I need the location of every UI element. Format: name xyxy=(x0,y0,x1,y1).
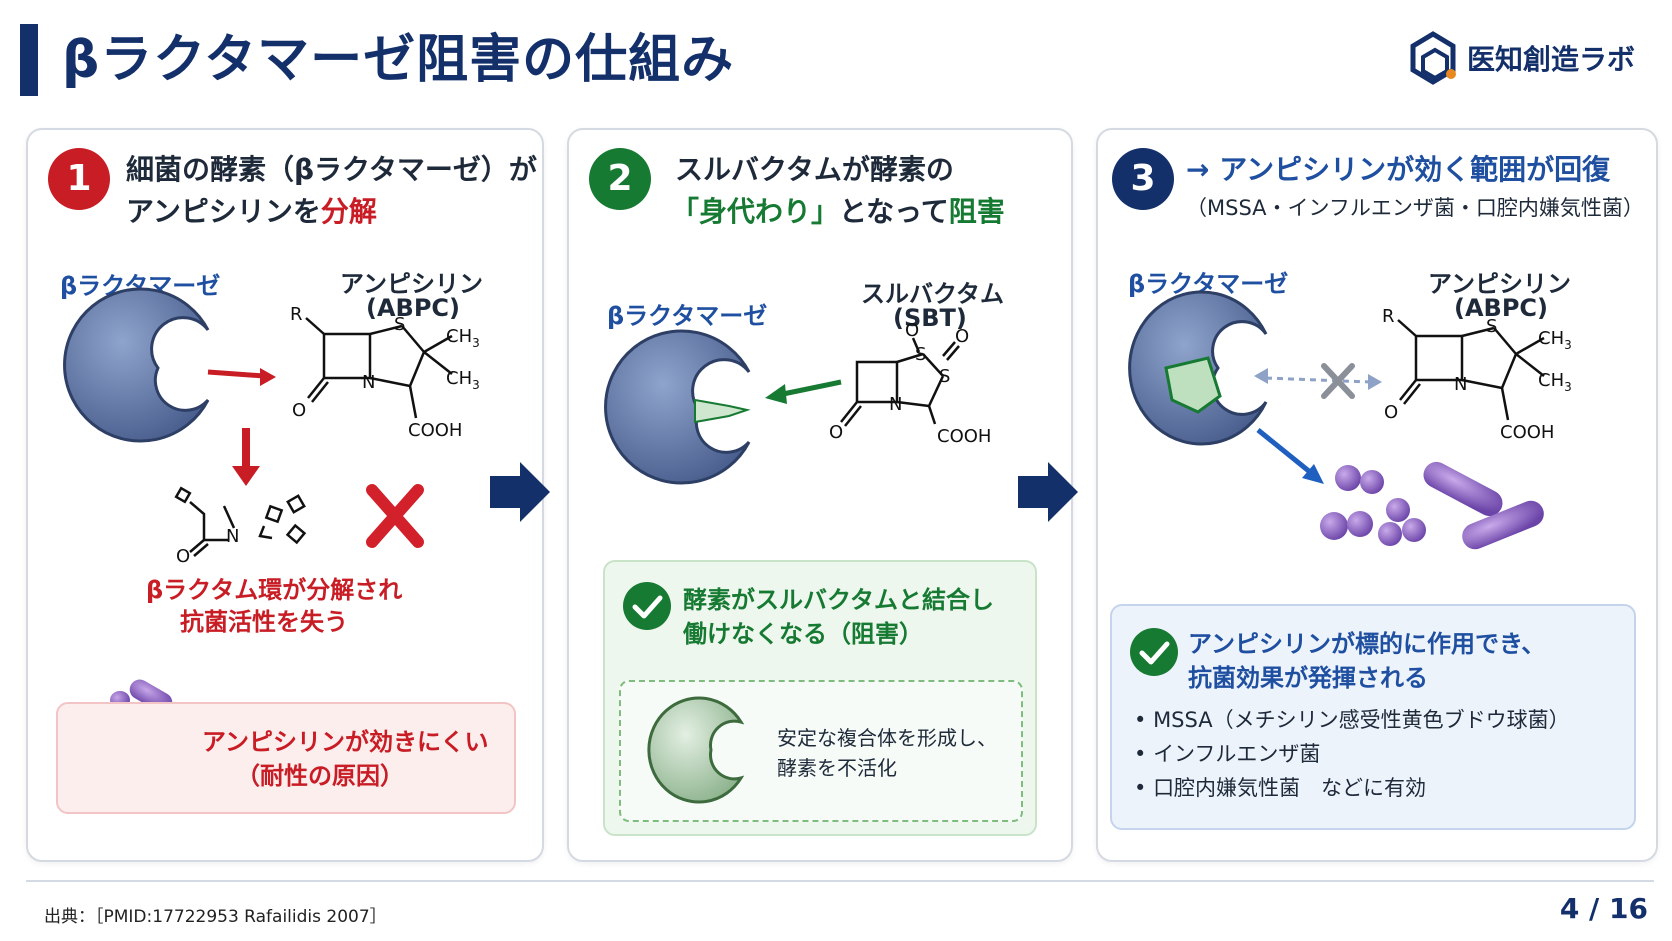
brand-logo: 医知創造ラボ xyxy=(1405,28,1655,88)
list-item: • MSSA（メチシリン感受性黄色ブドウ球菌） xyxy=(1134,708,1570,732)
footer-divider xyxy=(26,880,1654,882)
blocked-x-icon xyxy=(1321,363,1355,399)
enzyme-shape xyxy=(604,329,751,485)
panel-2-inner-line2: 酵素を不活化 xyxy=(777,756,897,780)
panel-3-illustration: R S N O CH3 CH3 COOH xyxy=(1128,290,1572,550)
panel-2-enzyme-label: βラクタマーゼ xyxy=(607,302,768,330)
page-number: 4 / 16 xyxy=(1559,892,1648,925)
step-arrow-2-3 xyxy=(1018,462,1078,522)
step-badge-3: 3 xyxy=(1112,148,1174,210)
panel-2-heading-line1: スルバクタムが酵素の xyxy=(675,153,954,186)
svg-text:S: S xyxy=(394,314,405,335)
title-accent-bar xyxy=(20,24,38,96)
svg-text:COOH: COOH xyxy=(1500,422,1554,443)
step-badge-1: 1 xyxy=(48,148,110,210)
panel-2-inhibition: 2 スルバクタムが酵素の 「身代わり」となって阻害 βラクタマーゼ スルバクタム… xyxy=(567,128,1073,862)
panel-2-check-line2: 働けなくなる（阻害） xyxy=(683,620,923,648)
source-citation: 出典：［PMID:17722953 Rafailidis 2007］ xyxy=(44,907,387,927)
panel-3-recovery: 3 → アンピシリンが効く範囲が回復 （MSSA・インフルエンザ菌・口腔内嫌気性… xyxy=(1096,128,1658,862)
svg-text:S: S xyxy=(1486,316,1497,337)
panel-1-note-line1: アンピシリンが効きにくい xyxy=(202,728,489,756)
sulbactam-bound-icon xyxy=(694,398,751,424)
panel-1-result-line1: βラクタム環が分解され xyxy=(146,576,403,604)
panel-2-heading-line2: 「身代わり」となって阻害 xyxy=(671,195,1005,228)
panel-3-drug-label: アンピシリン xyxy=(1428,270,1572,298)
panel-2-illustration: S S O O N O COOH xyxy=(604,320,991,485)
svg-text:CH3: CH3 xyxy=(1538,328,1572,352)
panel-3-check-note: アンピシリンが標的に作用でき、 抗菌効果が発揮される • MSSA（メチシリン感… xyxy=(1110,604,1636,830)
svg-text:R: R xyxy=(290,304,303,325)
list-item: • 口腔内嫌気性菌 などに有効 xyxy=(1134,776,1427,800)
panel-1-heading-line1: 細菌の酵素（βラクタマーゼ）が xyxy=(126,153,537,186)
enzyme-shape xyxy=(63,287,210,443)
step-arrow-1-2 xyxy=(490,462,550,522)
step-badge-2: 2 xyxy=(589,148,651,210)
panel-1-drug-label: アンピシリン xyxy=(340,270,484,298)
svg-text:COOH: COOH xyxy=(408,420,462,441)
broken-ring-fragments xyxy=(174,486,307,557)
ampicillin-structure xyxy=(1397,319,1545,421)
panel-3-check-line1: アンピシリンが標的に作用でき、 xyxy=(1188,630,1546,658)
svg-text:O: O xyxy=(829,422,843,443)
blocked-x-icon xyxy=(366,484,424,548)
panel-2-drug-label: スルバクタム xyxy=(861,280,1005,308)
panel-1-resistance-note: アンピシリンが効きにくい （耐性の原因） xyxy=(56,702,516,814)
panel-1-result-line2: 抗菌活性を失う xyxy=(180,608,348,636)
svg-text:O: O xyxy=(292,400,306,421)
svg-text:COOH: COOH xyxy=(937,426,991,447)
panel-2-check-note: 酵素がスルバクタムと結合し 働けなくなる（阻害） 安定な複合体を形成し、 酵素を… xyxy=(603,560,1037,836)
brand-name: 医知創造ラボ xyxy=(1467,43,1636,76)
svg-text:R: R xyxy=(1382,306,1395,327)
svg-text:O: O xyxy=(176,546,190,567)
panel-1-drug-abbr: (ABPC) xyxy=(366,294,461,322)
panel-1-note-line2: （耐性の原因） xyxy=(236,762,404,790)
svg-text:CH3: CH3 xyxy=(446,368,480,392)
svg-text:CH3: CH3 xyxy=(446,326,480,350)
svg-text:S: S xyxy=(939,366,950,387)
panel-2-check-line1: 酵素がスルバクタムと結合し xyxy=(683,586,995,614)
panel-1-decomposition: 1 細菌の酵素（βラクタマーゼ）が アンピシリンを分解 βラクタマーゼ アンピシ… xyxy=(26,128,544,862)
svg-text:N: N xyxy=(1454,374,1467,395)
svg-text:N: N xyxy=(362,372,375,393)
panel-2-inner-line1: 安定な複合体を形成し、 xyxy=(777,726,997,750)
list-item: • インフルエンザ菌 xyxy=(1134,742,1321,766)
panel-3-check-line2: 抗菌効果が発揮される xyxy=(1188,664,1428,692)
svg-text:N: N xyxy=(889,394,902,415)
sulbactam-structure xyxy=(840,337,960,427)
check-circle-icon xyxy=(1130,628,1178,676)
hexagon-logo-icon xyxy=(1410,31,1456,85)
panel-3-heading-line1: → アンピシリンが効く範囲が回復 xyxy=(1186,153,1611,186)
panel-2-complex-box: 安定な複合体を形成し、 酵素を不活化 xyxy=(619,680,1023,822)
panel-3-drug-abbr: (ABPC) xyxy=(1454,294,1549,322)
svg-text:CH3: CH3 xyxy=(1538,370,1572,394)
svg-text:S: S xyxy=(915,344,926,365)
panel-1-illustration: R S N O CH3 CH3 COOH N O xyxy=(63,287,480,762)
svg-text:N: N xyxy=(226,526,239,547)
svg-text:O: O xyxy=(905,320,919,341)
panel-2-drug-abbr: (SBT) xyxy=(893,304,967,332)
sulbactam-bound-icon xyxy=(1164,356,1222,414)
panel-3-heading-sub: （MSSA・インフルエンザ菌・口腔内嫌気性菌） xyxy=(1186,196,1644,220)
svg-text:O: O xyxy=(955,326,969,347)
page-title: βラクタマーゼ阻害の仕組み xyxy=(62,30,735,90)
inactive-enzyme-icon xyxy=(647,696,745,804)
panel-1-heading-line2: アンピシリンを分解 xyxy=(126,195,377,228)
ampicillin-structure xyxy=(305,317,453,419)
bacteria-icon xyxy=(1320,461,1544,550)
svg-text:O: O xyxy=(1384,402,1398,423)
check-circle-icon xyxy=(623,582,671,630)
